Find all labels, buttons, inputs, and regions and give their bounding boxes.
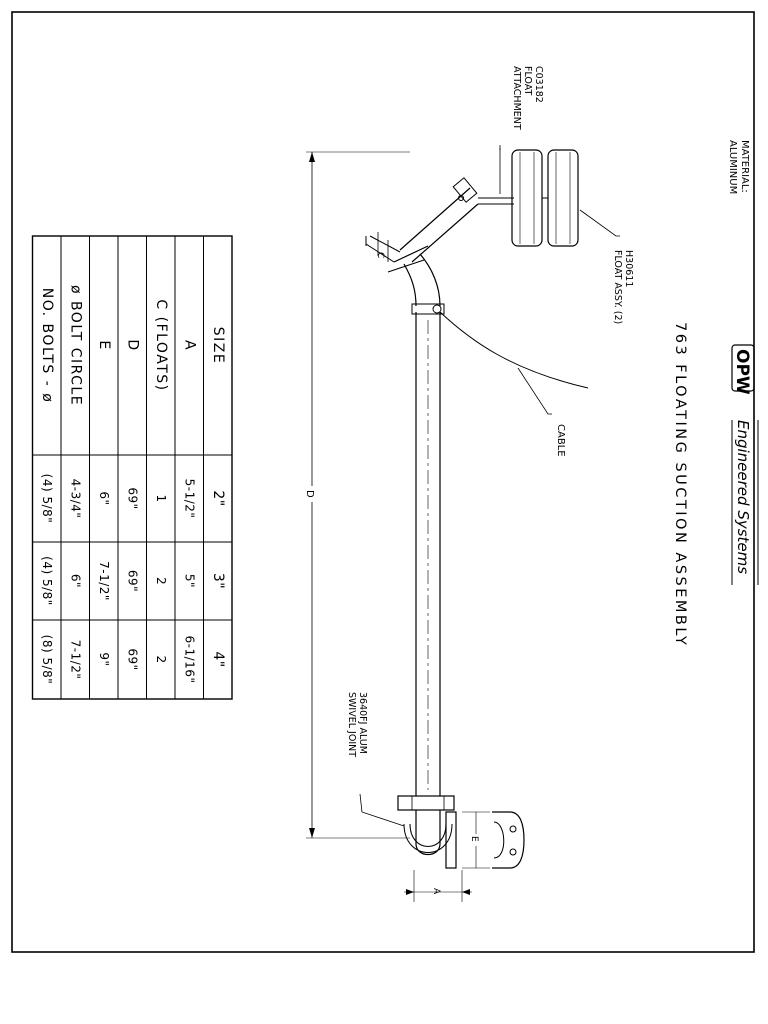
table-row-label: ø BOLT CIRCLE [67,285,83,406]
dimension-d-label: D [304,490,315,498]
callout-float-attachment-line1: FLOAT [522,66,533,95]
table-cell: 2" [210,490,226,506]
dimension-e-label: E [469,836,479,842]
drawing-title: 763 FLOATING SUCTION ASSEMBLY [672,322,688,647]
table-cell: 5-1/2" [182,479,196,519]
table-row-label: D [124,339,140,351]
suction-tube [411,303,445,796]
table-cell: 69" [125,648,139,670]
drawing-border [11,11,755,953]
float-left [511,149,543,247]
callout-swivel-label: SWIVEL JOINT [346,692,357,757]
brand-name: Engineered Systems [734,420,752,574]
table-cell: 7-1/2" [68,640,82,680]
material-value: ALUMINUM [727,140,738,194]
table-cell: 2 [154,655,168,663]
table-cell: (4) 5/8" [40,474,54,524]
table-cell: 9" [97,652,111,666]
table-frame [31,235,233,700]
cable [439,311,589,389]
callout-float-assy-label: FLOAT ASSY. (2) [612,250,623,324]
float-arm [365,177,479,263]
table-cell: (4) 5/8" [40,556,54,606]
table-cell: 6-1/16" [182,636,196,684]
table-cell: 7-1/2" [97,561,111,601]
callout-float-attachment-line2: ATTACHMENT [511,66,522,130]
table-cell: 6" [97,491,111,505]
float-right [547,149,579,247]
table-cell: 6" [68,574,82,588]
table-row-label: NO. BOLTS - ø [39,288,55,404]
callout-float-assy-part: H30611 [623,250,634,287]
logo-text: OPW [732,349,752,395]
dimension-c-label: C [375,252,385,258]
flange-end-view [492,811,525,869]
table-cell: 2 [154,577,168,585]
dimension-a-label: A [431,888,441,895]
size-table: SIZE 2" 3" 4" A 5-1/2" 5" 6-1/16" C (FLOATS) 1 2 2 D… [31,235,233,700]
assembly-diagram: D C [304,66,634,902]
table-cell: 69" [125,487,139,509]
callout-float-attachment-part: C03182 [533,66,544,103]
title-block: OPW Engineered Systems 763 FLOATING SUCT… [672,140,759,647]
callout-swivel-part: 3640FJ ALUM [357,692,368,754]
table-row-label: E [96,340,112,350]
table-row-label: C (FLOATS) [153,299,169,391]
callout-cable: CABLE [555,424,566,457]
table-row-label: SIZE [210,327,226,364]
swivel-joint [397,795,457,869]
table-cell: 4-3/4" [68,479,82,519]
table-cell: 1 [154,494,168,502]
table-cell: 4" [210,651,226,667]
table-cell: 69" [125,570,139,592]
table-cell: 3" [210,573,226,589]
table-cell: (8) 5/8" [40,635,54,685]
opw-logo: OPW [731,344,755,395]
material-label: MATERIAL: [739,140,750,193]
table-cell: 5" [182,574,196,588]
table-row-label: A [181,340,197,351]
